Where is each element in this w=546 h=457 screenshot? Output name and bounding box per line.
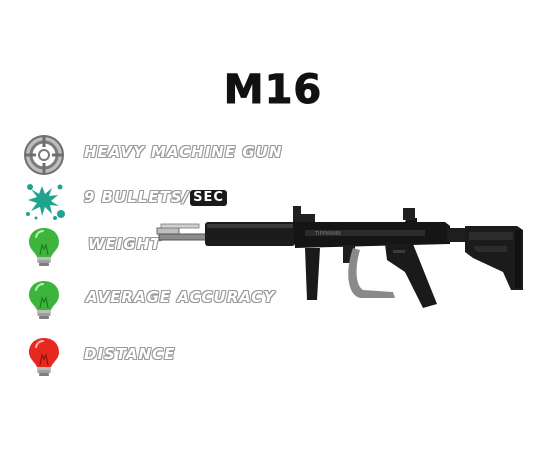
stat-label-rate: 9 BULLETS/SEC [84,188,227,206]
stat-label-accuracy: AVERAGE ACCURACY [86,288,276,306]
sec-badge: SEC [190,190,227,206]
red-bulb-icon [22,335,66,379]
stat-label-distance: DISTANCE [84,345,176,363]
stat-row-type: HEAVY MACHINE GUN [0,133,300,177]
stat-row-distance: DISTANCE [0,335,300,379]
paint-splat-icon [22,178,66,222]
rate-value: 9 BULLETS/ [84,188,190,206]
gun-image: TIPPMANN [155,200,525,315]
green-bulb-icon [22,278,66,322]
svg-text:TIPPMANN: TIPPMANN [314,231,341,237]
stat-row-accuracy: AVERAGE ACCURACY [0,278,300,322]
stat-row-rate: 9 BULLETS/SEC [0,178,300,222]
stat-label-weight: WEIGHT [88,235,162,253]
stat-label-type: HEAVY MACHINE GUN [84,143,283,161]
stat-row-weight: WEIGHT [0,225,300,269]
crosshair-icon [22,133,66,177]
weapon-title: M16 [223,67,323,114]
green-bulb-icon [22,225,66,269]
